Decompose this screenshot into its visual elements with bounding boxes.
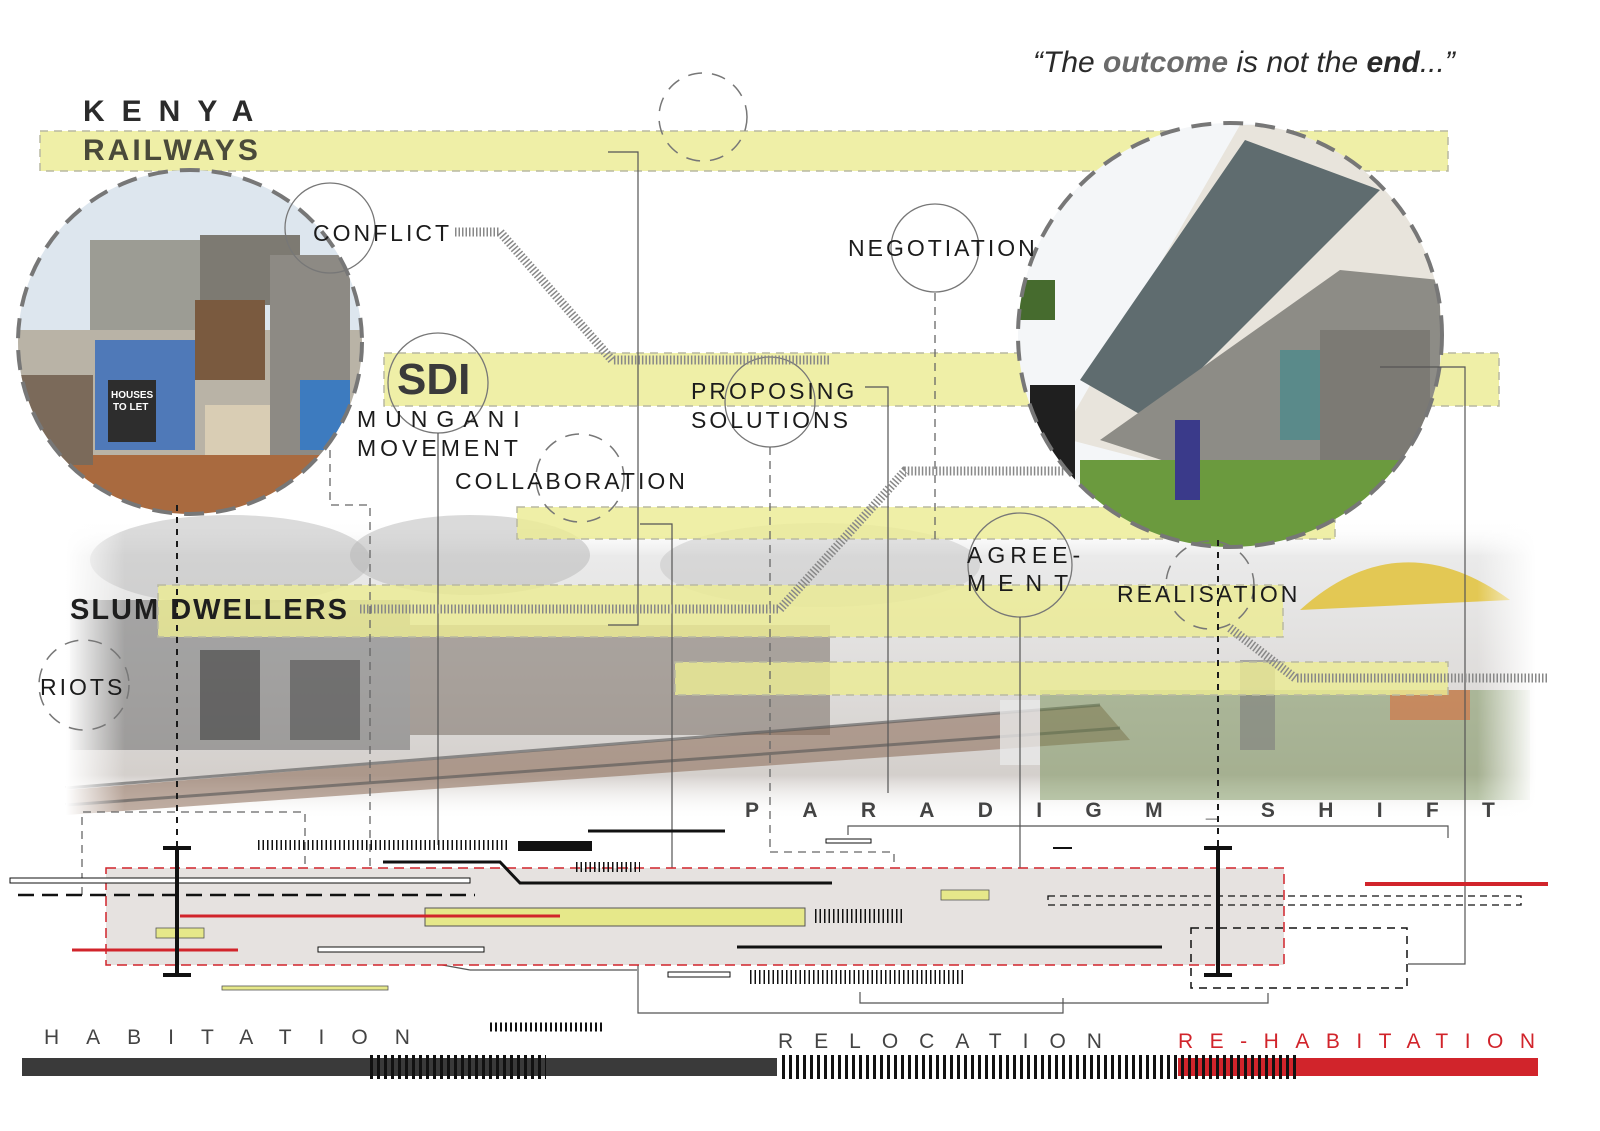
realisation-label: REALISATION [1117,581,1301,607]
new-housing-photo [1018,123,1442,547]
paradigm-letter: M [1145,799,1163,822]
riots-label: RIOTS [40,674,126,700]
paradigm-letter: H [1318,799,1334,822]
slum-dwellers-label: SLUM DWELLERS [70,594,349,626]
houses-to-let-sign: HOUSES [111,390,154,401]
relocation-phase-label: RELOCATION [778,1030,1123,1053]
negotiation-label: NEGOTIATION [848,235,1038,261]
paradigm-letter: A [802,799,818,822]
collaboration-circle [535,433,625,523]
quote-end: end [1366,46,1420,79]
paradigm-shift-label: P A R A D I G M _ S H I F T [745,800,1495,821]
timeline [9,829,1548,1079]
paradigm-letter: S [1260,799,1275,822]
paradigm-letter: I [1376,799,1383,822]
paradigm-letter: A [919,799,935,822]
mungani-movement-label: MUNGANI MOVEMENT [357,406,529,461]
rehabitation-phase-label: RE-HABITATION [1178,1030,1552,1053]
habitation-phase-label: HABITATION [44,1026,437,1049]
quote-text: “The outcome is not the end...” [1033,46,1455,79]
conflict-circle [284,182,376,274]
quote-outcome: outcome [1103,46,1229,79]
paradigm-letter: T [1482,799,1495,822]
kenya-label: KENYA [83,95,271,128]
top-dashed-circle [658,72,748,162]
slum-photo-frame [16,168,364,516]
realisation-circle [1165,540,1255,630]
agreement-label: AGREE- MENT [967,542,1086,596]
paradigm-letter: G [1085,799,1102,822]
new-housing-photo-frame [1016,121,1444,549]
railways-label: RAILWAYS [83,134,261,167]
conflict-label: CONFLICT [313,220,452,246]
paradigm-letter: D [977,799,993,822]
collaboration-label: COLLABORATION [455,468,688,494]
paradigm-letter: F [1425,799,1439,822]
proposing-solutions-label: PROPOSING SOLUTIONS [691,378,858,433]
sdi-label: SDI [397,355,471,404]
paradigm-letter: R [860,799,876,822]
negotiation-circle [890,203,980,293]
houses-to-let-sign-2: TO LET [113,402,148,413]
paradigm-letter: P [745,799,760,822]
paradigm-letter: _ [1205,799,1218,822]
slum-housing-photo [18,170,362,514]
paradigm-letter: I [1036,799,1043,822]
riots-circle [38,639,130,731]
